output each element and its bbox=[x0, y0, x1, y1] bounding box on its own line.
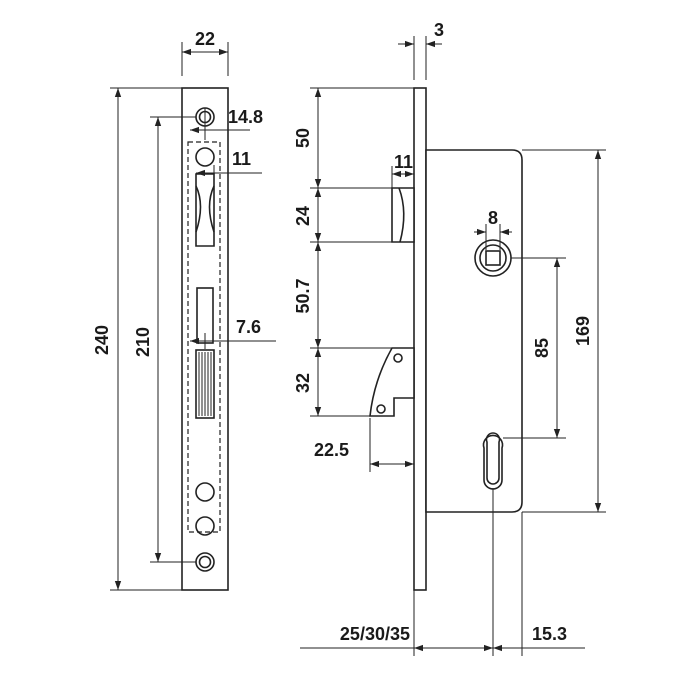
dim-screw-spacing: 210 bbox=[133, 116, 196, 563]
dim-screw-spacing-label: 210 bbox=[133, 327, 153, 357]
alignment-hole-lower bbox=[195, 482, 215, 502]
dim-faceplate-slot-label: 7.6 bbox=[236, 317, 261, 337]
cylinder-cutout-inner bbox=[485, 432, 501, 485]
dim-plate-thickness-label: 3 bbox=[434, 20, 444, 40]
dim-spindle-to-cylinder-label: 85 bbox=[532, 338, 552, 358]
dim-faceplate-width-label: 22 bbox=[195, 29, 215, 49]
dim-latch-projection-label: 11 bbox=[394, 152, 413, 172]
dim-case-height-label: 169 bbox=[573, 316, 593, 346]
dim-spindle-square-label: 8 bbox=[488, 208, 498, 228]
dim-spindle-square: 8 bbox=[474, 208, 512, 250]
latch-bolt bbox=[391, 187, 415, 243]
dim-backset-label: 25/30/35 bbox=[340, 624, 410, 644]
hook-bolt bbox=[369, 347, 415, 417]
dim-faceplate-slot: 7.6 bbox=[190, 317, 276, 349]
dim-cylinder-to-edge-label: 15.3 bbox=[532, 624, 567, 644]
dim-case-height: 169 bbox=[522, 149, 606, 513]
dim-plate-thickness: 3 bbox=[398, 20, 444, 80]
alignment-hole-upper bbox=[195, 147, 215, 167]
alignment-hole-lower-2 bbox=[195, 516, 215, 536]
latch-opening bbox=[195, 173, 215, 247]
dim-bolt-projection: 22.5 bbox=[314, 418, 414, 472]
dim-faceplate-width: 22 bbox=[181, 29, 229, 76]
dim-overall-height-label: 240 bbox=[92, 325, 112, 355]
dim-vertical-chain: 50 24 50.7 32 bbox=[293, 87, 414, 417]
dim-latch-projection: 11 bbox=[391, 152, 415, 188]
front-plate bbox=[413, 87, 427, 591]
dim-latch-offset-label: 11 bbox=[232, 149, 251, 169]
dim-latch-to-bolt-label: 50.7 bbox=[293, 278, 313, 313]
dim-latch-height-label: 24 bbox=[293, 206, 313, 226]
deadbolt-slot bbox=[195, 349, 215, 419]
dim-screw-offset: 14.8 bbox=[190, 107, 263, 140]
dim-screw-offset-label: 14.8 bbox=[228, 107, 263, 127]
dim-bottom-chain: 25/30/35 15.3 bbox=[300, 488, 585, 656]
dim-latch-offset: 11 bbox=[196, 149, 262, 181]
dim-bolt-projection-label: 22.5 bbox=[314, 440, 349, 460]
case-hidden-outline bbox=[187, 141, 221, 533]
lock-case bbox=[425, 149, 523, 513]
lock-side-view bbox=[369, 87, 523, 591]
dim-top-to-latch-label: 50 bbox=[293, 128, 313, 148]
dim-spindle-to-cylinder: 85 bbox=[503, 257, 566, 439]
dim-overall-height: 240 bbox=[92, 87, 182, 591]
dim-bolt-height-label: 32 bbox=[293, 373, 313, 393]
